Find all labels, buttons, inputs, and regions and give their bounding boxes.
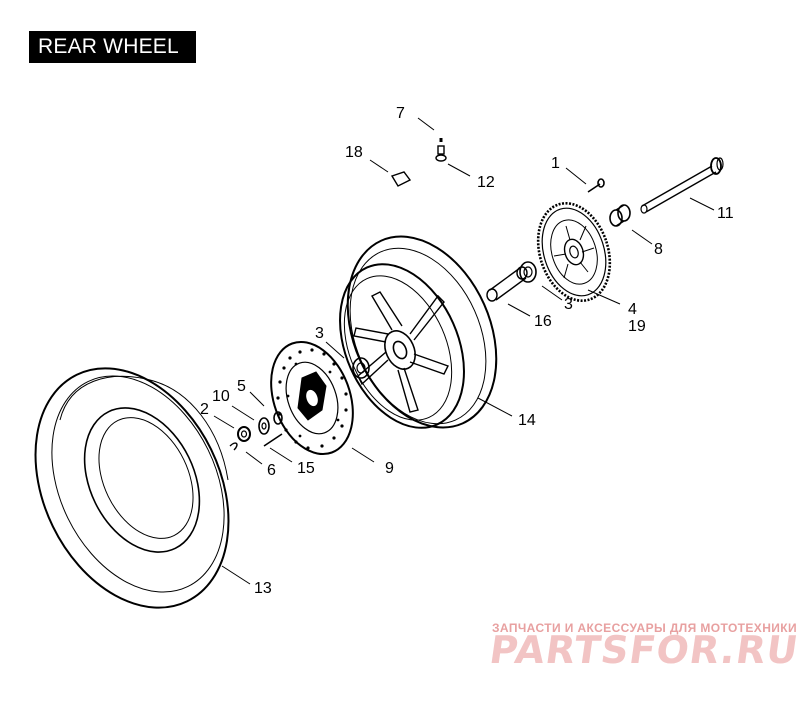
callout-8: 8 (654, 241, 663, 258)
callout-6: 6 (267, 462, 276, 479)
valve-stem (435, 138, 447, 162)
callout-12: 12 (477, 174, 495, 191)
callout-9: 9 (385, 460, 394, 477)
callout-15: 15 (297, 460, 315, 477)
callout-3-right: 3 (564, 296, 573, 313)
watermark-brand: PARTSFOR.RU (486, 628, 800, 672)
bearing-left (352, 357, 370, 379)
drive-sprocket (536, 202, 612, 302)
leader-lines (213, 117, 715, 585)
axle-spacer (486, 266, 528, 302)
callout-1: 1 (551, 155, 560, 172)
rotor-fasteners (229, 411, 283, 451)
callout-18: 18 (345, 144, 363, 161)
callout-4: 4 (628, 301, 637, 318)
brake-rotor (270, 340, 354, 456)
callout-11: 11 (717, 205, 734, 222)
callout-10: 10 (212, 388, 230, 405)
callout-16: 16 (534, 313, 552, 330)
bearing-right (519, 261, 537, 283)
axle-adapter (609, 204, 631, 227)
callout-19: 19 (628, 318, 646, 335)
callout-13: 13 (254, 580, 272, 597)
callout-14: 14 (518, 412, 536, 429)
callout-3-left: 3 (315, 325, 324, 342)
wheel-rim (339, 235, 498, 429)
callout-2: 2 (200, 401, 209, 418)
callout-5: 5 (237, 378, 246, 395)
balance-weight (390, 171, 412, 187)
diagram-title: REAR WHEEL (29, 31, 196, 63)
callout-7: 7 (396, 105, 405, 122)
watermark-tagline: ЗАПЧАСТИ И АКСЕССУАРЫ ДЛЯ МОТОТЕХНИКИ (492, 621, 798, 635)
rotor-holes (276, 348, 348, 450)
rear-axle (640, 157, 724, 214)
tire (34, 367, 230, 609)
sprocket-bolt (587, 178, 605, 193)
